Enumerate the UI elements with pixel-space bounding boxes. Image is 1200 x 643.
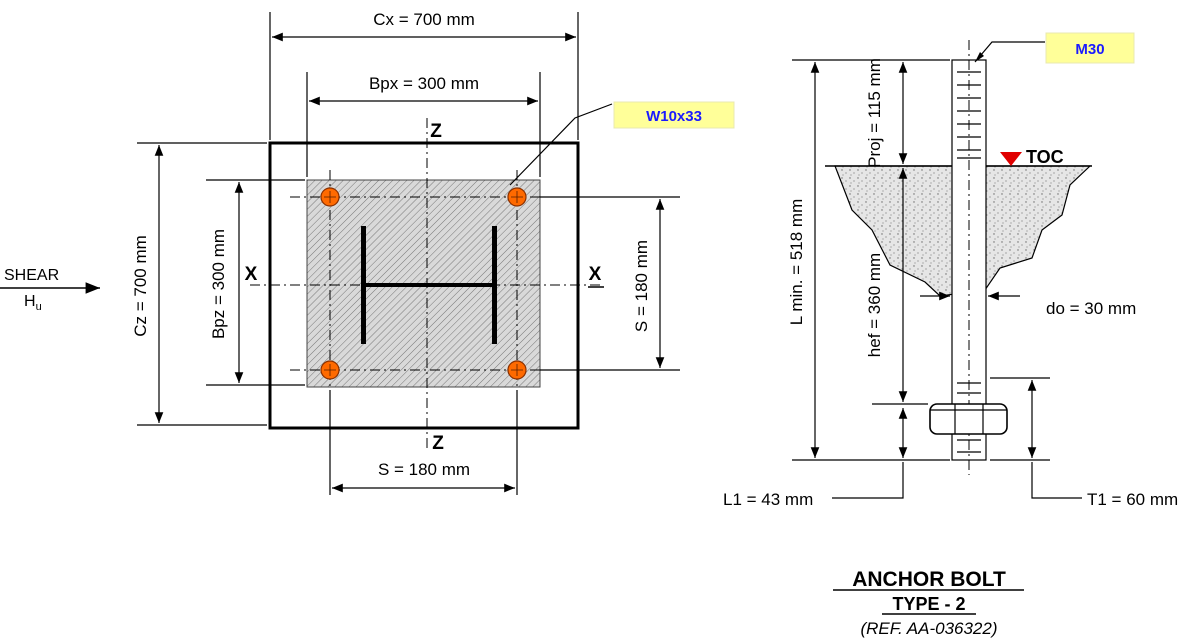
hef-dimension: hef = 360 mm [865, 253, 884, 357]
s-horizontal-dimension: S = 180 mm [378, 460, 470, 479]
do-dimension: do = 30 mm [1046, 299, 1136, 318]
cz-dimension: Cz = 700 mm [131, 235, 150, 337]
bpx-dimension: Bpx = 300 mm [369, 74, 479, 93]
s-vertical-dimension: S = 180 mm [632, 240, 651, 332]
base-plate [306, 179, 541, 388]
axis-z-bottom: Z [432, 433, 444, 454]
column-web [366, 283, 492, 287]
l-min-dimension: L min. = 518 mm [787, 199, 806, 325]
axis-z-top: Z [430, 121, 442, 142]
anchor-bolt-title: ANCHOR BOLT [852, 568, 1006, 591]
axis-x-left: X [245, 264, 258, 285]
bpz-dimension: Bpz = 300 mm [209, 229, 228, 339]
anchor-bolt-elevation: M30 TOC L min. = 518 mm Proj = 115 mm he… [723, 32, 1178, 638]
toc-marker [1000, 152, 1022, 166]
cx-dimension: Cx = 700 mm [373, 10, 475, 29]
anchor-bolt-type: TYPE - 2 [892, 594, 965, 614]
l1-dimension: L1 = 43 mm [723, 490, 813, 509]
base-plate-plan: Cx = 700 mm Bpx = 300 mm Cz = 700 mm Bpz… [0, 10, 735, 495]
shear-hu: Hu [24, 293, 42, 313]
t1-dimension: T1 = 60 mm [1087, 490, 1178, 509]
column-flange-left [361, 226, 366, 344]
anchor-bolt-ref: (REF. AA-036322) [860, 619, 997, 638]
column-flange-right [492, 226, 497, 344]
anchor-bolt-markers [320, 187, 527, 380]
proj-dimension: Proj = 115 mm [865, 58, 884, 168]
axis-x-right: X [589, 264, 602, 285]
nut [929, 403, 1008, 435]
toc-label: TOC [1026, 147, 1064, 167]
bolt-size-tag: M30 [1075, 41, 1104, 58]
column-tag: W10x33 [646, 108, 702, 125]
shear-label: SHEAR [4, 267, 59, 284]
